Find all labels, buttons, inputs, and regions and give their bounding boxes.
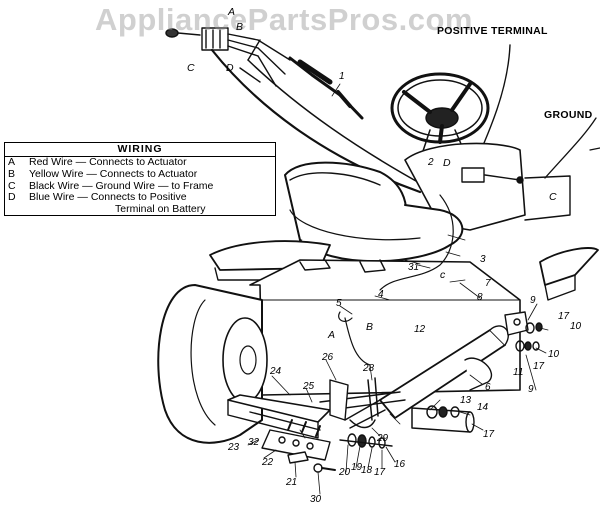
ground-label: GROUND xyxy=(544,109,593,121)
callout-letter-c-top: C xyxy=(187,62,195,74)
callout-letter-d-top: D xyxy=(226,62,234,74)
callout-5: 5 xyxy=(336,298,342,309)
wiring-text: Black Wire — Ground Wire — to Frame xyxy=(29,179,214,192)
hitch-plate-icon xyxy=(227,394,331,461)
callout-22: 22 xyxy=(262,457,274,468)
callout-letter-b-lower: B xyxy=(366,321,374,333)
callout-17-right-lower: 17 xyxy=(533,361,545,372)
callout-18: 18 xyxy=(361,465,373,476)
callout-17-bottom: 17 xyxy=(374,467,386,478)
callout-6: 6 xyxy=(485,382,491,393)
callout-23: 23 xyxy=(228,442,240,453)
callout-9-upper: 9 xyxy=(530,295,536,306)
callout-19: 19 xyxy=(351,462,363,473)
rear-wheel-icon xyxy=(157,284,268,444)
steering-wheel-icon xyxy=(390,72,490,144)
actuator-cylinder-icon xyxy=(344,325,509,429)
wiring-legend-title: WIRING xyxy=(5,143,275,157)
wiring-text: Red Wire — Connects to Actuator xyxy=(29,156,187,168)
wiring-row: B Yellow Wire — Connects to Actuator xyxy=(5,167,275,181)
callout-12: 12 xyxy=(414,324,426,335)
wiring-row: Terminal on Battery xyxy=(5,203,275,216)
callout-17-pin: 17 xyxy=(483,429,495,440)
wiring-code: C xyxy=(8,179,16,192)
callout-1: 1 xyxy=(339,71,345,82)
wiring-text: Blue Wire — Connects to Positive xyxy=(29,191,187,204)
callout-20: 20 xyxy=(339,467,351,478)
callout-8: 8 xyxy=(477,292,483,303)
callout-4: 4 xyxy=(378,289,384,300)
callout-letter-d-dash: D xyxy=(443,157,451,169)
callout-letter-c-dash: C xyxy=(549,191,557,203)
positive-terminal-label: POSITIVE TERMINAL xyxy=(437,25,548,37)
callout-31: 31 xyxy=(408,262,420,273)
callout-10-upper: 10 xyxy=(570,321,582,332)
callout-16: 16 xyxy=(394,459,406,470)
wiring-code: B xyxy=(8,167,16,180)
callout-25: 25 xyxy=(303,381,315,392)
callout-letter-a-lower: A xyxy=(328,329,336,341)
wiring-row: C Black Wire — Ground Wire — to Frame xyxy=(5,179,275,193)
connector-plug-icon xyxy=(165,27,291,87)
callout-26: 26 xyxy=(322,352,334,363)
callout-10-lower: 10 xyxy=(548,349,560,360)
callout-7: 7 xyxy=(485,278,491,289)
callout-21: 21 xyxy=(286,477,298,488)
callout-17-right-upper: 17 xyxy=(558,311,570,322)
callout-3: 3 xyxy=(480,254,486,265)
watermark: AppliancePartsPros.com xyxy=(95,2,473,37)
wiring-row: A Red Wire — Connects to Actuator xyxy=(5,156,275,169)
wiring-code: D xyxy=(8,191,16,204)
callout-28: 28 xyxy=(363,363,375,374)
wiring-row: D Blue Wire — Connects to Positive xyxy=(5,192,275,204)
callout-32: 32 xyxy=(248,437,260,448)
callout-30: 30 xyxy=(310,494,322,505)
callout-9-lower: 9 xyxy=(528,384,534,395)
wiring-code: A xyxy=(8,156,16,168)
callout-13: 13 xyxy=(460,395,472,406)
callout-11: 11 xyxy=(513,367,524,378)
wiring-text-continued: Terminal on Battery xyxy=(115,203,206,216)
callout-letter-b-top: B xyxy=(236,21,244,33)
wiring-text: Yellow Wire — Connects to Actuator xyxy=(29,167,198,180)
callout-24: 24 xyxy=(270,366,282,377)
callout-letter-a-top: A xyxy=(228,6,236,18)
wire-probe-icon xyxy=(288,56,364,120)
callout-letter-c-small: c xyxy=(440,269,446,281)
wiring-legend: WIRING A Red Wire — Connects to Actuator… xyxy=(4,142,276,216)
seat-icon xyxy=(284,161,464,263)
callout-29: 29 xyxy=(377,433,389,444)
callout-14: 14 xyxy=(477,402,489,413)
callout-2: 2 xyxy=(428,157,434,168)
